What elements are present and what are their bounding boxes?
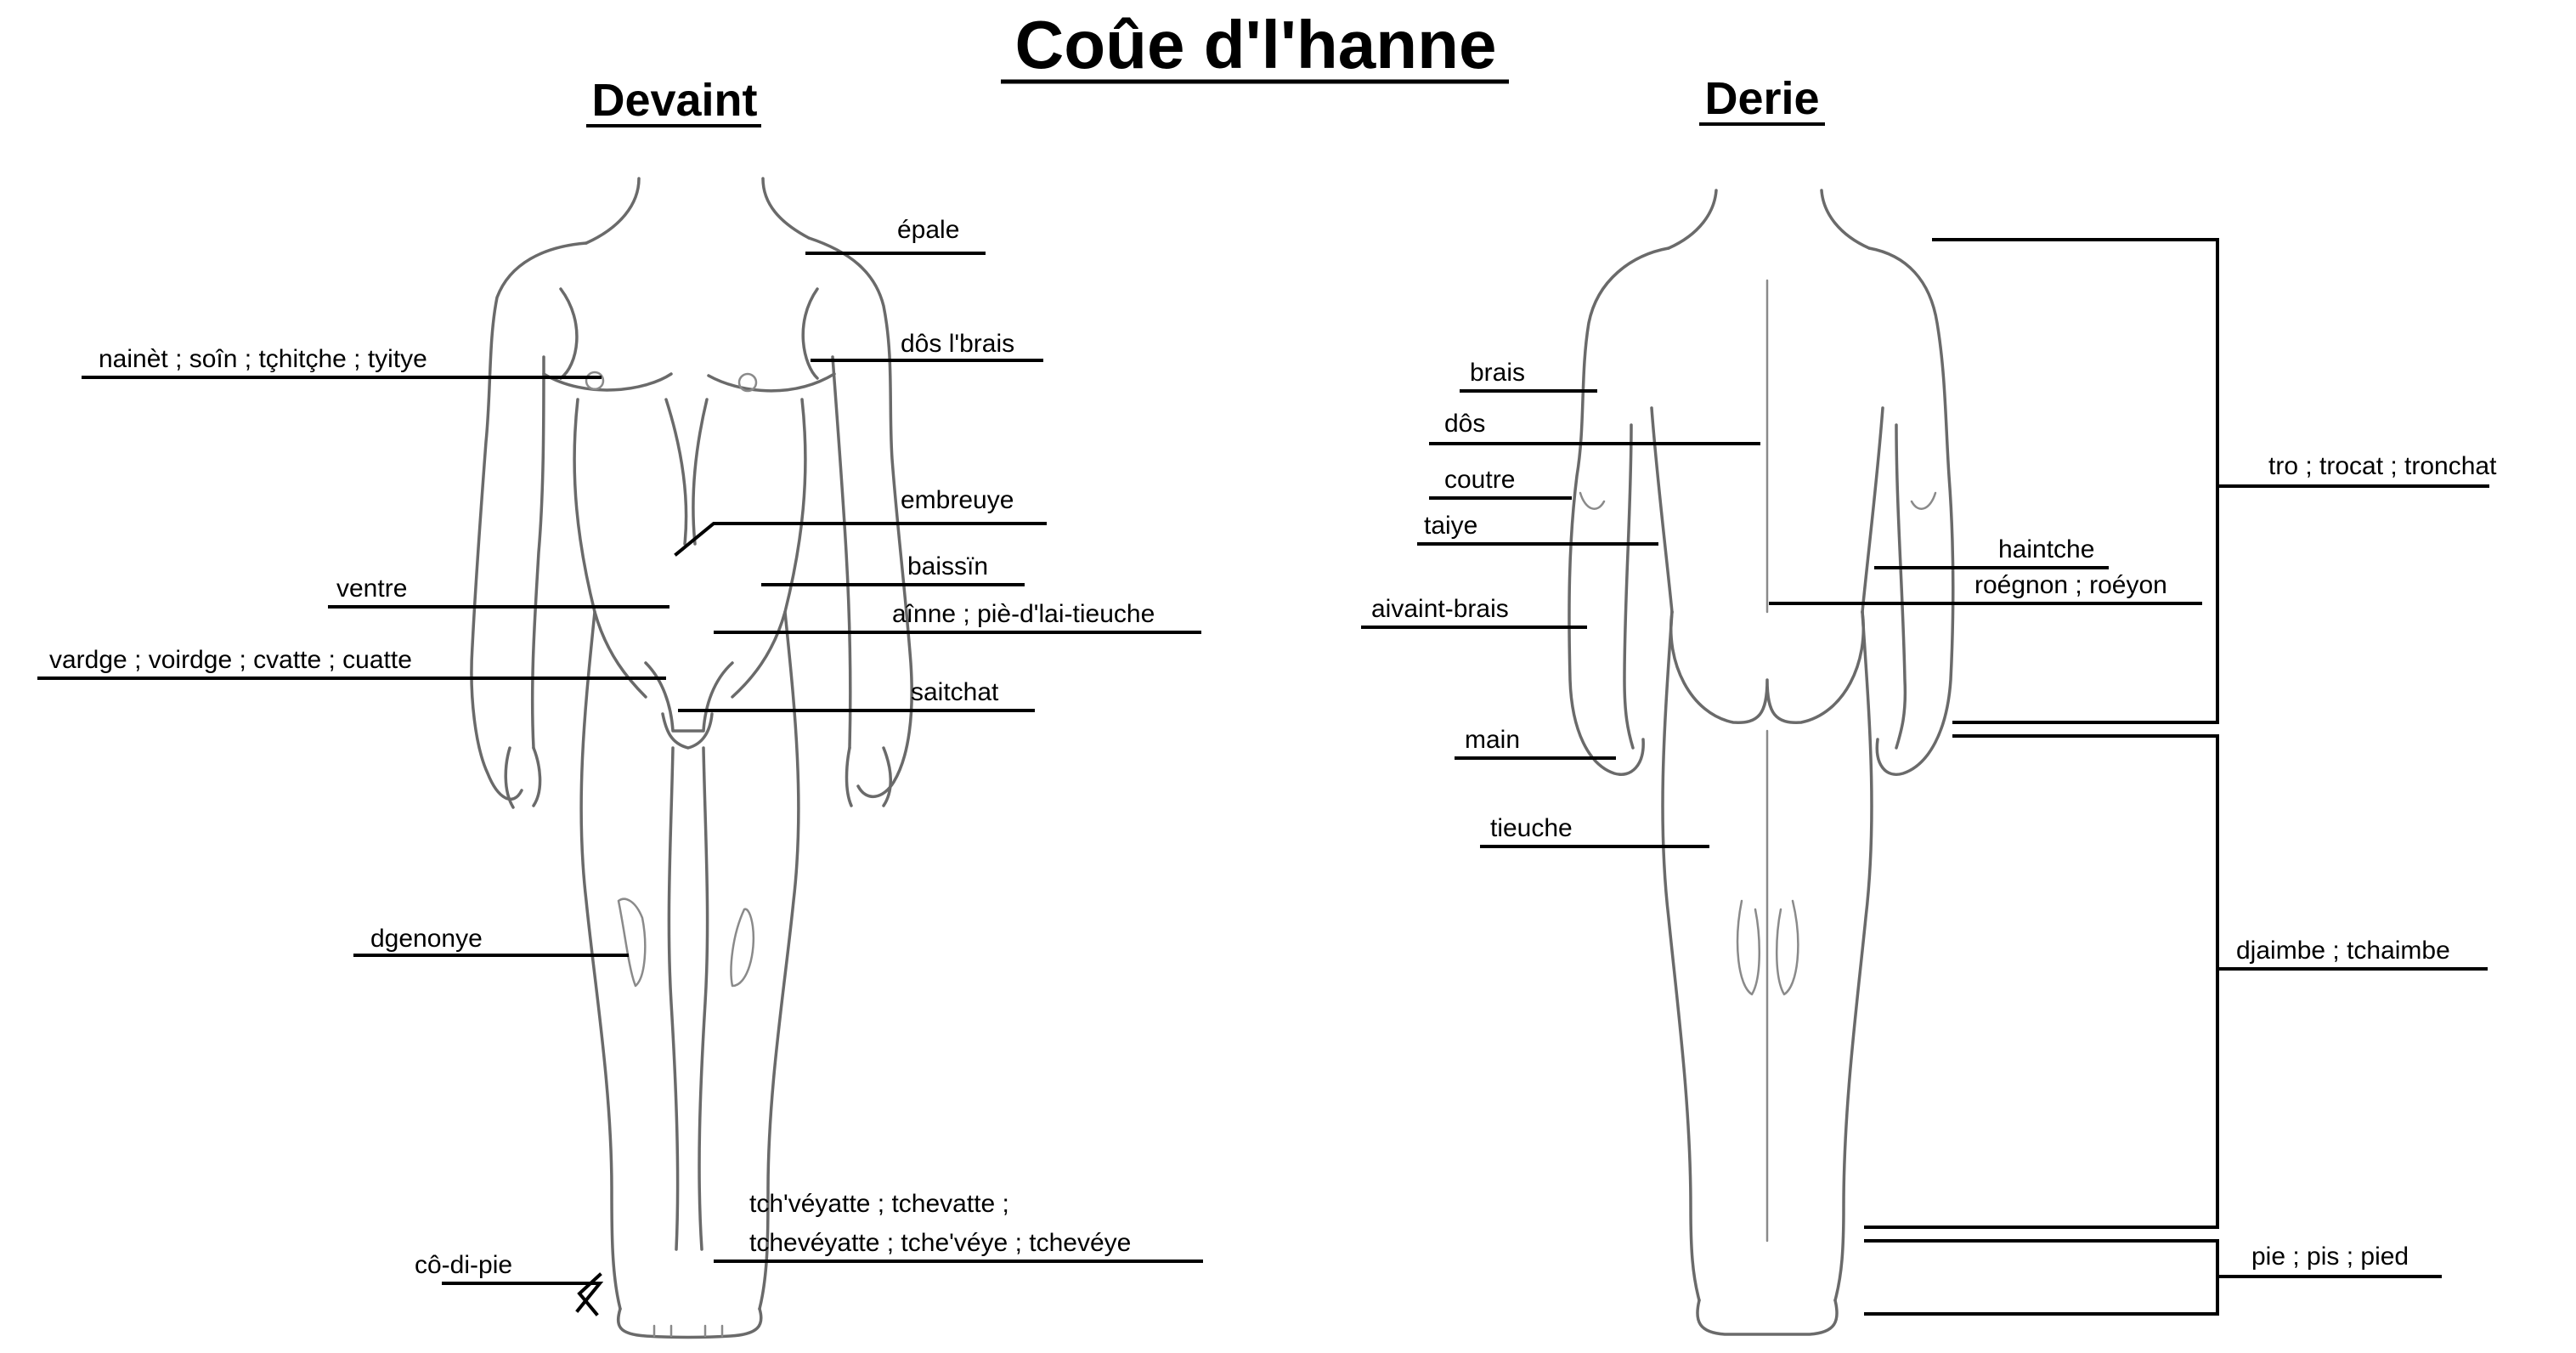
front-figure: [470, 177, 913, 1339]
back-heading-group: Derie: [1699, 73, 1825, 126]
label-djaimbe: djaimbe ; tchaimbe: [2236, 937, 2450, 965]
label-epale: épale: [897, 216, 959, 244]
main-title-group: Coûe d'l'hanne: [1001, 7, 1509, 84]
label-ventre: ventre: [336, 575, 407, 603]
label-aivaint-brais: aivaint-brais: [1371, 595, 1509, 623]
label-vardge: vardge ; voirdge ; cvatte ; cuatte: [49, 646, 412, 674]
label-main: main: [1465, 726, 1520, 754]
label-tieuche: tieuche: [1490, 814, 1573, 842]
main-title: Coûe d'l'hanne: [1015, 7, 1497, 82]
label-brais: brais: [1470, 359, 1525, 387]
label-baissin: baissïn: [907, 552, 988, 580]
bracket-tro: [1932, 238, 2219, 724]
label-roegnon: roégnon ; roéyon: [1974, 571, 2167, 599]
label-tcheyatte-2: tchevéyatte ; tche'véye ; tchevéye: [749, 1229, 1131, 1257]
label-nainet: nainèt ; soîn ; tçhitçhe ; tyitye: [99, 345, 427, 373]
bracket-pie: [1864, 1239, 2219, 1316]
label-coutre: coutre: [1444, 466, 1515, 494]
label-embreuye: embreuye: [901, 486, 1014, 514]
label-haintche: haintche: [1998, 535, 2094, 563]
label-dgenonye: dgenonye: [370, 925, 483, 953]
label-taiye: taiye: [1424, 512, 1477, 540]
label-tcheyatte-1: tch'véyatte ; tchevatte ;: [749, 1190, 1009, 1218]
label-co-di-pie: cô-di-pie: [415, 1251, 512, 1279]
label-tro: tro ; trocat ; tronchat: [2268, 452, 2497, 480]
leader-embreuye: [674, 522, 1047, 557]
front-labels: épale nainèt ; soîn ; tçhitçhe ; tyitye …: [37, 216, 1203, 1316]
back-heading: Derie: [1704, 73, 1819, 124]
back-labels: brais dôs coutre taiye aivaint-brais mai…: [1361, 238, 2497, 1316]
label-dos: dôs: [1444, 410, 1485, 438]
bracket-djaimbe: [1864, 734, 2219, 1229]
back-figure: [1568, 189, 1955, 1336]
label-saitchat: saitchat: [911, 678, 999, 706]
leader-co-di-pie: [442, 1282, 604, 1313]
label-pie: pie ; pis ; pied: [2251, 1243, 2409, 1271]
bracket-co-di-pie: [577, 1272, 602, 1316]
label-ainne: aînne ; piè-d'lai-tieuche: [892, 600, 1155, 628]
front-heading-group: Devaint: [586, 75, 761, 127]
label-dos-lbrais: dôs l'brais: [901, 330, 1014, 358]
front-heading: Devaint: [591, 75, 757, 126]
